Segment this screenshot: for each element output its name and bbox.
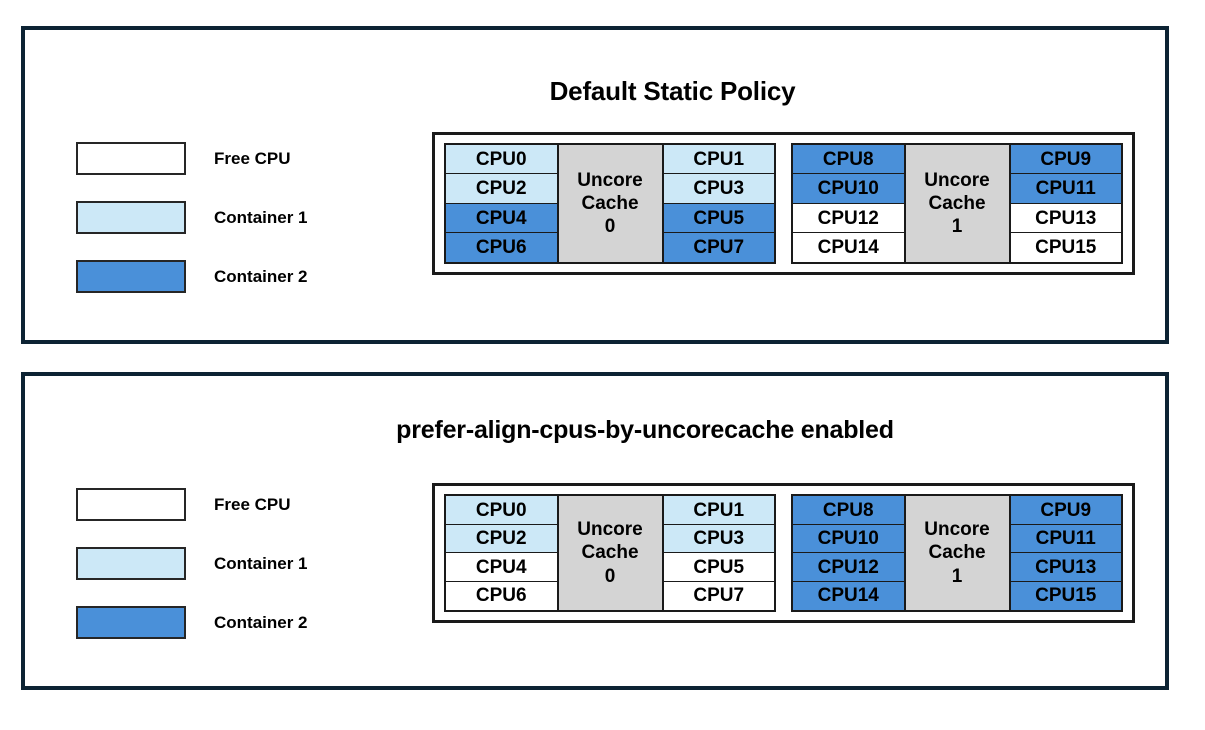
uncore-cache-index: 0 bbox=[604, 216, 616, 238]
cpu-column-left: CPU8 CPU10 CPU12 CPU14 bbox=[792, 144, 905, 263]
uncore-cache-line-1: Uncore bbox=[577, 519, 643, 541]
cpu-cell: CPU3 bbox=[662, 523, 775, 554]
legend-label-container-1: Container 1 bbox=[214, 553, 308, 573]
uncore-cache-line-2: Cache bbox=[928, 192, 986, 214]
cpu-cell: CPU11 bbox=[1009, 173, 1122, 205]
cpu-cell: CPU9 bbox=[1009, 495, 1122, 526]
uncore-cache-line-2: Cache bbox=[581, 542, 639, 564]
legend-swatch-container-2 bbox=[76, 606, 186, 639]
uncore-cache-block: Uncore Cache 1 bbox=[903, 496, 1011, 610]
cpu-cell: CPU7 bbox=[662, 580, 775, 611]
uncore-cache-group-0: CPU0 CPU2 CPU4 CPU6 Uncore Cache 0 CPU1 … bbox=[444, 494, 776, 612]
cpu-cell: CPU2 bbox=[445, 523, 558, 554]
legend-swatch-container-1 bbox=[76, 547, 186, 580]
legend-label-container-2: Container 2 bbox=[214, 612, 308, 632]
cpu-cell: CPU15 bbox=[1009, 580, 1122, 611]
legend-item-container-2: Container 2 bbox=[76, 593, 308, 652]
cpu-cell: CPU7 bbox=[662, 231, 775, 263]
cpu-cell: CPU3 bbox=[662, 173, 775, 205]
cpu-topology-diagram: CPU0 CPU2 CPU4 CPU6 Uncore Cache 0 CPU1 … bbox=[432, 483, 1135, 623]
cpu-cell: CPU8 bbox=[792, 495, 905, 526]
cpu-cell: CPU4 bbox=[445, 552, 558, 583]
legend-swatch-container-1 bbox=[76, 201, 186, 234]
legend-item-container-2: Container 2 bbox=[76, 247, 308, 306]
cpu-column-right: CPU9 CPU11 CPU13 CPU15 bbox=[1009, 144, 1122, 263]
cpu-cell: CPU14 bbox=[792, 231, 905, 263]
cpu-cell: CPU0 bbox=[445, 495, 558, 526]
page-title: Default Static Policy bbox=[549, 76, 796, 106]
cpu-column-left: CPU0 CPU2 CPU4 CPU6 bbox=[445, 144, 558, 263]
legend-swatch-container-2 bbox=[76, 260, 186, 293]
cpu-cell: CPU5 bbox=[662, 202, 775, 234]
cpu-cell: CPU14 bbox=[792, 580, 905, 611]
page-title: prefer-align-cpus-by-uncorecache enabled bbox=[396, 416, 894, 444]
cpu-cell: CPU9 bbox=[1009, 144, 1122, 176]
legend-item-container-1: Container 1 bbox=[76, 534, 308, 593]
legend-label-free-cpu: Free CPU bbox=[214, 148, 291, 168]
cpu-cell: CPU10 bbox=[792, 523, 905, 554]
uncore-cache-block: Uncore Cache 0 bbox=[556, 145, 664, 262]
cpu-cell: CPU1 bbox=[662, 144, 775, 176]
uncore-cache-block: Uncore Cache 1 bbox=[903, 145, 1011, 262]
cpu-column-left: CPU0 CPU2 CPU4 CPU6 bbox=[445, 495, 558, 611]
uncore-cache-index: 0 bbox=[604, 565, 616, 587]
cpu-cell: CPU4 bbox=[445, 202, 558, 234]
legend: Free CPU Container 1 Container 2 bbox=[76, 129, 308, 306]
cpu-cell: CPU6 bbox=[445, 580, 558, 611]
legend-swatch-free-cpu bbox=[76, 488, 186, 521]
uncore-cache-line-1: Uncore bbox=[924, 169, 990, 191]
legend-item-free-cpu: Free CPU bbox=[76, 475, 308, 534]
uncore-cache-block: Uncore Cache 0 bbox=[556, 496, 664, 610]
uncore-cache-line-1: Uncore bbox=[577, 169, 643, 191]
cpu-column-right: CPU1 CPU3 CPU5 CPU7 bbox=[662, 144, 775, 263]
cpu-cell: CPU2 bbox=[445, 173, 558, 205]
uncore-cache-group-1: CPU8 CPU10 CPU12 CPU14 Uncore Cache 1 CP… bbox=[791, 494, 1123, 612]
cpu-cell: CPU12 bbox=[792, 202, 905, 234]
legend-item-container-1: Container 1 bbox=[76, 188, 308, 247]
diagram-panel-prefer-align-enabled: prefer-align-cpus-by-uncorecache enabled… bbox=[21, 372, 1169, 690]
cpu-cell: CPU11 bbox=[1009, 523, 1122, 554]
legend-label-free-cpu: Free CPU bbox=[214, 494, 291, 514]
uncore-cache-group-1: CPU8 CPU10 CPU12 CPU14 Uncore Cache 1 CP… bbox=[791, 143, 1123, 264]
legend: Free CPU Container 1 Container 2 bbox=[76, 475, 308, 652]
cpu-cell: CPU5 bbox=[662, 552, 775, 583]
diagram-panel-default-static-policy: Default Static Policy Free CPU Container… bbox=[21, 26, 1169, 344]
cpu-cell: CPU0 bbox=[445, 144, 558, 176]
cpu-cell: CPU6 bbox=[445, 231, 558, 263]
cpu-cell: CPU8 bbox=[792, 144, 905, 176]
cpu-cell: CPU15 bbox=[1009, 231, 1122, 263]
legend-item-free-cpu: Free CPU bbox=[76, 129, 308, 188]
legend-label-container-2: Container 2 bbox=[214, 266, 308, 286]
cpu-cell: CPU13 bbox=[1009, 552, 1122, 583]
legend-label-container-1: Container 1 bbox=[214, 207, 308, 227]
cpu-column-left: CPU8 CPU10 CPU12 CPU14 bbox=[792, 495, 905, 611]
uncore-cache-line-2: Cache bbox=[581, 192, 639, 214]
uncore-cache-line-2: Cache bbox=[928, 542, 986, 564]
uncore-cache-index: 1 bbox=[951, 565, 963, 587]
cpu-cell: CPU1 bbox=[662, 495, 775, 526]
uncore-cache-group-0: CPU0 CPU2 CPU4 CPU6 Uncore Cache 0 CPU1 … bbox=[444, 143, 776, 264]
uncore-cache-index: 1 bbox=[951, 216, 963, 238]
cpu-cell: CPU10 bbox=[792, 173, 905, 205]
cpu-column-right: CPU1 CPU3 CPU5 CPU7 bbox=[662, 495, 775, 611]
legend-swatch-free-cpu bbox=[76, 142, 186, 175]
cpu-cell: CPU12 bbox=[792, 552, 905, 583]
cpu-cell: CPU13 bbox=[1009, 202, 1122, 234]
cpu-column-right: CPU9 CPU11 CPU13 CPU15 bbox=[1009, 495, 1122, 611]
uncore-cache-line-1: Uncore bbox=[924, 519, 990, 541]
cpu-topology-diagram: CPU0 CPU2 CPU4 CPU6 Uncore Cache 0 CPU1 … bbox=[432, 132, 1135, 275]
